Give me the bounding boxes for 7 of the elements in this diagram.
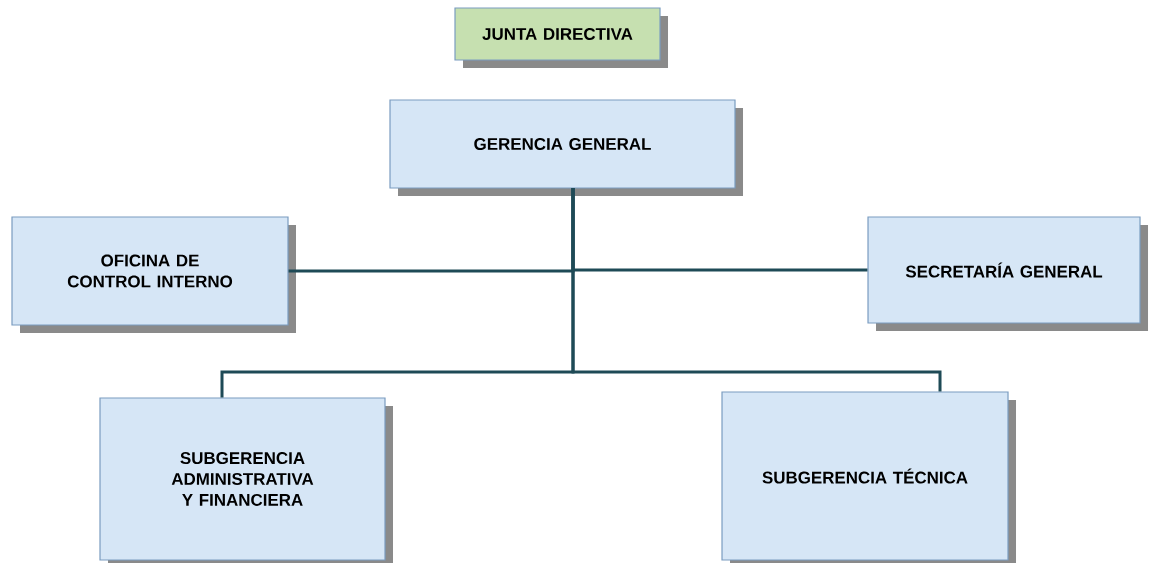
- org-box: SECRETARÍA GENERAL: [867, 216, 1148, 331]
- connector-line: [571, 188, 942, 392]
- org-box: GERENCIA GENERAL: [389, 99, 743, 196]
- org-box: SUBGERENCIA TÉCNICA: [721, 391, 1016, 563]
- org-box: OFICINA DE CONTROL INTERNO: [11, 216, 296, 333]
- org-box: JUNTA DIRECTIVA: [454, 7, 668, 68]
- org-box: SUBGERENCIA ADMINISTRATIVA Y FINANCIERA: [99, 397, 393, 563]
